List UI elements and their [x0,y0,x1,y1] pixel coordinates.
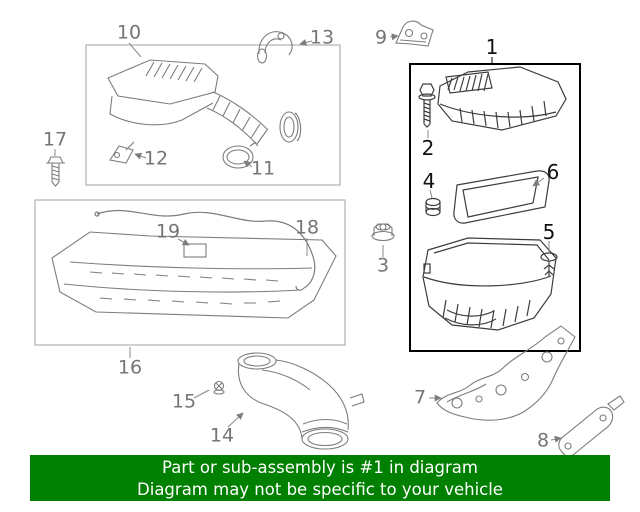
callout-18: 18 [294,216,320,239]
callout-7: 7 [413,386,427,409]
part-4-grommet-drawing [425,197,441,217]
notice-line-1: Part or sub-assembly is #1 in diagram [162,457,478,477]
callout-11: 11 [250,157,276,180]
notice-banner: Part or sub-assembly is #1 in diagram Di… [30,455,610,501]
callout-14: 14 [209,424,235,447]
part-12-bracket-drawing [109,141,135,164]
callout-19: 19 [155,220,181,243]
part-16-undercover-drawing [51,231,337,319]
callout-9: 9 [374,26,388,49]
leader-lines [54,33,562,443]
callout-17: 17 [42,128,68,151]
part-3-nut-drawing [371,223,395,242]
part-9-bracket-drawing [395,20,434,47]
callout-6: 6 [546,160,560,184]
notice-line-2: Diagram may not be specific to your vehi… [137,479,503,499]
part-2-bolt-drawing [418,83,436,128]
callout-2: 2 [421,136,435,160]
part-17-screw-drawing [46,156,65,187]
group-box-air-cleaner [85,44,341,186]
part-5-clip-drawing [540,252,558,277]
part-13-hose-drawing [256,31,293,64]
callout-3: 3 [376,254,390,277]
part-18-hose-drawing [94,209,316,291]
part-15-fastener-drawing [213,380,225,395]
callout-15: 15 [171,390,197,413]
callout-8: 8 [536,429,550,452]
group-box-undercover [34,199,346,346]
callout-10: 10 [116,21,142,44]
part-1-air-cleaner-assembly-drawing [422,66,567,331]
callout-12: 12 [143,147,169,170]
part-19-target-drawing [183,243,207,258]
part-11-clamp-drawing [222,141,257,169]
part-8-brace-drawing [558,395,625,457]
callout-4: 4 [422,169,436,193]
callout-16: 16 [117,356,143,379]
callout-1: 1 [485,35,499,59]
callout-13: 13 [309,26,335,49]
highlight-box-part-1 [409,63,581,352]
part-7-bracket-drawing [436,325,576,421]
part-10-air-cleaner-drawing [107,59,302,147]
part-14-duct-drawing [237,352,365,450]
callout-5: 5 [542,220,556,244]
